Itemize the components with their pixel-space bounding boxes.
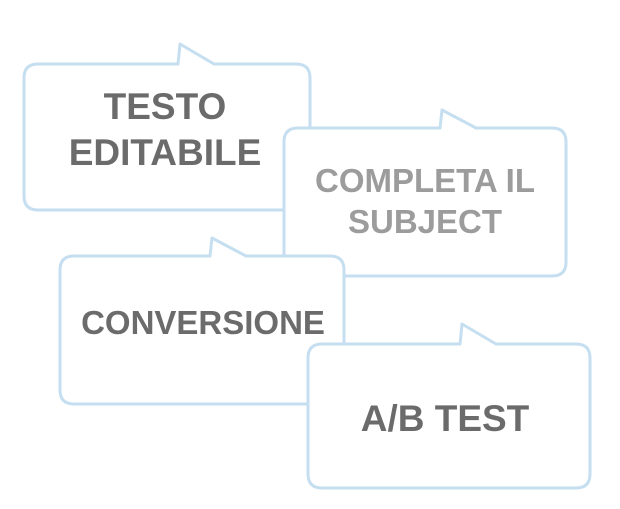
bubble-completa-label: COMPLETA IL SUBJECT (300, 160, 550, 243)
bubble-testo-line-2: EDITABILE (68, 132, 262, 174)
bubble-completa-line-1: COMPLETA IL (315, 162, 535, 199)
bubble-conversione-label: CONVERSIONE (66, 302, 340, 343)
bubble-conversione-line-1: CONVERSIONE (81, 304, 325, 341)
bubble-abtest-line-1: A/B TEST (360, 398, 530, 439)
bubble-completa-line-2: SUBJECT (347, 203, 503, 241)
bubble-abtest-label: A/B TEST (330, 396, 560, 442)
bubble-testo-line-1: TESTO (103, 86, 227, 127)
bubble-completa-shape (282, 108, 568, 278)
bubble-abtest-shape (306, 322, 592, 490)
bubble-testo-label: TESTO EDITABILE (60, 84, 270, 177)
